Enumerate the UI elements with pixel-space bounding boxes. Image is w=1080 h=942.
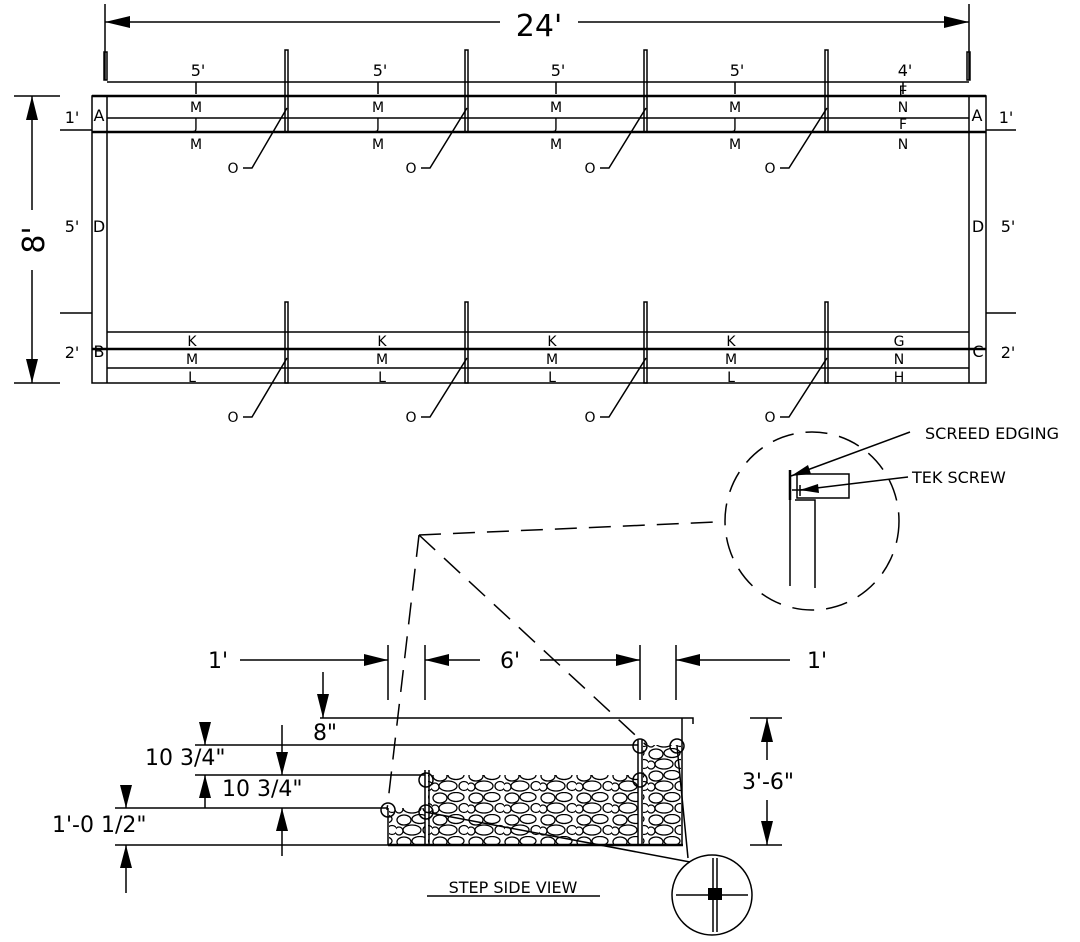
side-dim-right: 1': [807, 649, 827, 674]
top-row2-2: J: [375, 117, 380, 133]
dim-overall-width: 8': [14, 95, 60, 384]
right-dim-2: 5': [1001, 217, 1016, 236]
bottom-posts: [284, 301, 829, 384]
top-row-3-labels: M M M M N: [190, 137, 908, 153]
side-view-title: STEP SIDE VIEW: [449, 878, 578, 897]
bottom-row2-5: N: [894, 352, 904, 368]
bottom-row-2-labels: M M M M N: [186, 352, 904, 368]
end-label-top-right: A: [972, 106, 983, 125]
dim-overall-length: 24': [104, 4, 970, 80]
side-dim-middle: 6': [500, 649, 520, 674]
top-row2-3: J: [553, 117, 558, 133]
end-label-side-right: D: [972, 217, 984, 236]
bottom-row3-5: H: [894, 370, 905, 386]
right-dim-1: 1': [999, 108, 1014, 127]
bottom-row2-3: M: [546, 352, 558, 368]
bottom-row1-5: G: [894, 334, 905, 350]
top-row1-4: M: [729, 100, 741, 116]
left-dim-2: 5': [65, 217, 80, 236]
top-row3-4: M: [729, 137, 741, 153]
end-label-bottom-left: B: [94, 342, 105, 361]
callout-o-top-2: O: [405, 161, 416, 177]
detail-leaders: [386, 521, 718, 811]
bottom-row3-1: L: [188, 370, 196, 386]
callout-o-bottom-2: O: [405, 410, 416, 426]
bottom-row2-1: M: [186, 352, 198, 368]
right-dim-3: 2': [1001, 343, 1016, 362]
callouts-bottom: O O O O: [227, 357, 828, 426]
side-dim-10-34-a: 10 3/4": [145, 746, 226, 771]
bottom-row3-2: L: [378, 370, 386, 386]
callout-o-bottom-3: O: [584, 410, 595, 426]
step-side-view: 1' 6' 1' 8" 10 3/4" 10 3/4" 1'-0 1/2": [52, 645, 827, 936]
side-dim-1-0-12: 1'-0 1/2": [52, 813, 147, 838]
bottom-row-3-labels: L L L L H: [188, 370, 904, 386]
bottom-row1-3: K: [547, 334, 557, 350]
plan-outer-frame: [91, 95, 987, 384]
label-screed-edging: SCREED EDGING: [925, 424, 1059, 443]
top-row3-1: M: [190, 137, 202, 153]
bottom-row2-4: M: [725, 352, 737, 368]
edging-detail: SCREED EDGING TEK SCREW: [724, 424, 1059, 611]
top-row1-5-upper: E: [899, 84, 908, 100]
bottom-row2-2: M: [376, 352, 388, 368]
bottom-row-1-labels: K K K K G: [187, 334, 904, 350]
overall-width-label: 8': [17, 226, 52, 253]
section-width-1: 5': [191, 61, 206, 80]
overall-length-label: 24': [516, 9, 562, 44]
bottom-row1-4: K: [726, 334, 736, 350]
plan-view: 24' 8': [14, 4, 1016, 426]
callout-o-bottom-1: O: [227, 410, 238, 426]
top-row3-5: N: [898, 137, 908, 153]
end-label-side-left: D: [93, 217, 105, 236]
top-row1-2: M: [372, 100, 384, 116]
callouts-top: O O O O: [227, 107, 828, 177]
side-dim-10-34-b: 10 3/4": [222, 777, 303, 802]
left-dim-1: 1': [65, 108, 80, 127]
bottom-row3-4: L: [727, 370, 735, 386]
bottom-row1-1: K: [187, 334, 197, 350]
label-tek-screw: TEK SCREW: [911, 468, 1006, 487]
side-dim-height: 3'-6": [742, 770, 794, 795]
section-width-5: 4': [898, 61, 913, 80]
top-row1-5: N: [898, 100, 908, 116]
bottom-row1-2: K: [377, 334, 387, 350]
top-row3-3: M: [550, 137, 562, 153]
callout-o-top-1: O: [227, 161, 238, 177]
end-label-bottom-right: C: [972, 342, 983, 361]
section-width-3: 5': [551, 61, 566, 80]
side-dim-left: 1': [208, 649, 228, 674]
section-width-4: 5': [730, 61, 745, 80]
top-row2-5: F: [899, 117, 907, 133]
top-row-2-labels: J J J J F: [193, 117, 907, 133]
side-dim-8in: 8": [313, 721, 337, 746]
callout-o-top-4: O: [764, 161, 775, 177]
callout-o-top-3: O: [584, 161, 595, 177]
callout-o-bottom-4: O: [764, 410, 775, 426]
top-row2-4: J: [732, 117, 737, 133]
section-width-2: 5': [373, 61, 388, 80]
top-row1-3: M: [550, 100, 562, 116]
top-row2-1: J: [193, 117, 198, 133]
top-row-1-labels: M M M M E N: [190, 84, 908, 116]
top-row3-2: M: [372, 137, 384, 153]
left-dim-3: 2': [65, 343, 80, 362]
bottom-row3-3: L: [548, 370, 556, 386]
detail-circle: [724, 431, 900, 611]
top-row1-1: M: [190, 100, 202, 116]
connection-detail: [424, 745, 753, 936]
top-posts: [103, 49, 971, 133]
end-label-top-left: A: [94, 106, 105, 125]
